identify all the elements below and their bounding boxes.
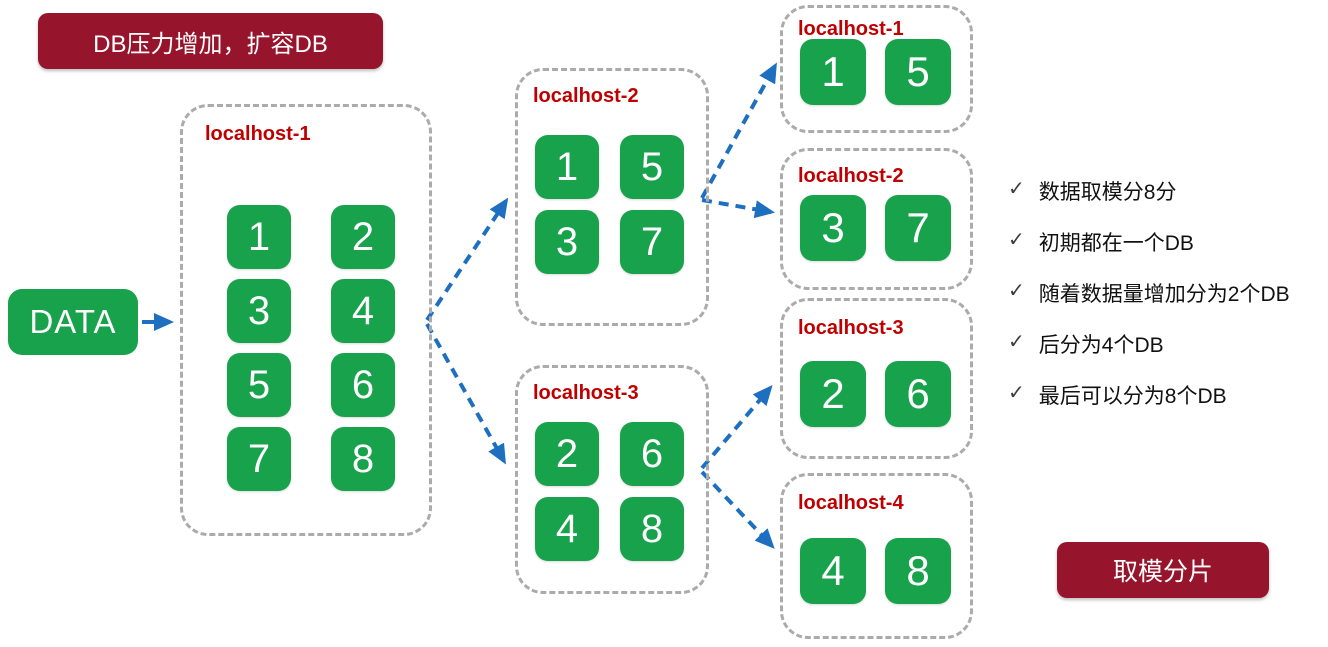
checklist-item: ✓ 后分为4个DB bbox=[1008, 329, 1290, 359]
host-label: localhost-1 bbox=[205, 123, 311, 145]
checkmark-icon: ✓ bbox=[1008, 331, 1025, 353]
checklist-item: ✓ 随着数据量增加分为2个DB bbox=[1008, 278, 1290, 308]
shard-chip: 2 bbox=[535, 422, 599, 486]
shard-chip: 3 bbox=[227, 279, 291, 343]
checkmark-icon: ✓ bbox=[1008, 382, 1025, 404]
shard-chip: 8 bbox=[331, 427, 395, 491]
arrow-host1-to-host2 bbox=[425, 197, 509, 322]
host-label: localhost-2 bbox=[533, 85, 639, 107]
shard-chip: 1 bbox=[227, 205, 291, 269]
host-label: localhost-3 bbox=[533, 382, 639, 404]
arrow-host3-to-r4 bbox=[700, 470, 775, 549]
shard-chip: 2 bbox=[331, 205, 395, 269]
shard-chip: 6 bbox=[331, 353, 395, 417]
shard-chip: 6 bbox=[885, 361, 951, 427]
checklist-item: ✓ 数据取模分8分 bbox=[1008, 176, 1290, 206]
arrow-host2-to-r2 bbox=[701, 198, 775, 219]
host-label: localhost-4 bbox=[798, 492, 904, 514]
shard-chip: 4 bbox=[331, 279, 395, 343]
checkmark-icon: ✓ bbox=[1008, 178, 1025, 200]
title-banner-expand-db: DB压力增加，扩容DB bbox=[38, 13, 383, 69]
arrow-host1-to-host3 bbox=[425, 323, 506, 465]
title-banner-mod-sharding: 取模分片 bbox=[1057, 542, 1269, 598]
shard-chip: 5 bbox=[620, 135, 684, 199]
shard-chip: 7 bbox=[620, 210, 684, 274]
host-label: localhost-3 bbox=[798, 317, 904, 339]
shard-chip: 1 bbox=[535, 135, 599, 199]
checklist-item-text: 最后可以分为8个DB bbox=[1038, 385, 1227, 408]
shard-chip: 1 bbox=[800, 39, 866, 105]
shard-chip: 6 bbox=[620, 422, 684, 486]
checklist-item-text: 后分为4个DB bbox=[1038, 334, 1164, 357]
shard-chip: 7 bbox=[885, 195, 951, 261]
host-label: localhost-1 bbox=[798, 18, 904, 40]
checklist-item-text: 初期都在一个DB bbox=[1038, 232, 1194, 255]
shard-chip: 4 bbox=[535, 497, 599, 561]
shard-chip: 3 bbox=[800, 195, 866, 261]
notes-checklist: ✓ 数据取模分8分 ✓ 初期都在一个DB ✓ 随着数据量增加分为2个DB ✓ 后… bbox=[1008, 176, 1290, 431]
shard-chip: 4 bbox=[800, 538, 866, 604]
checklist-item: ✓ 最后可以分为8个DB bbox=[1008, 380, 1290, 410]
checklist-item: ✓ 初期都在一个DB bbox=[1008, 227, 1290, 257]
shard-chip: 8 bbox=[620, 497, 684, 561]
shard-chip: 3 bbox=[535, 210, 599, 274]
checklist-item-text: 随着数据量增加分为2个DB bbox=[1038, 283, 1290, 306]
shard-chip: 5 bbox=[885, 39, 951, 105]
checklist-item-text: 数据取模分8分 bbox=[1038, 181, 1177, 204]
shard-chip: 2 bbox=[800, 361, 866, 427]
shard-chip: 7 bbox=[227, 427, 291, 491]
checkmark-icon: ✓ bbox=[1008, 280, 1025, 302]
host-label: localhost-2 bbox=[798, 165, 904, 187]
shard-chip: 8 bbox=[885, 538, 951, 604]
checkmark-icon: ✓ bbox=[1008, 229, 1025, 251]
arrow-host3-to-r3 bbox=[700, 384, 773, 470]
data-source-box: DATA bbox=[8, 289, 138, 355]
arrow-host2-to-r1 bbox=[700, 62, 777, 199]
shard-chip: 5 bbox=[227, 353, 291, 417]
